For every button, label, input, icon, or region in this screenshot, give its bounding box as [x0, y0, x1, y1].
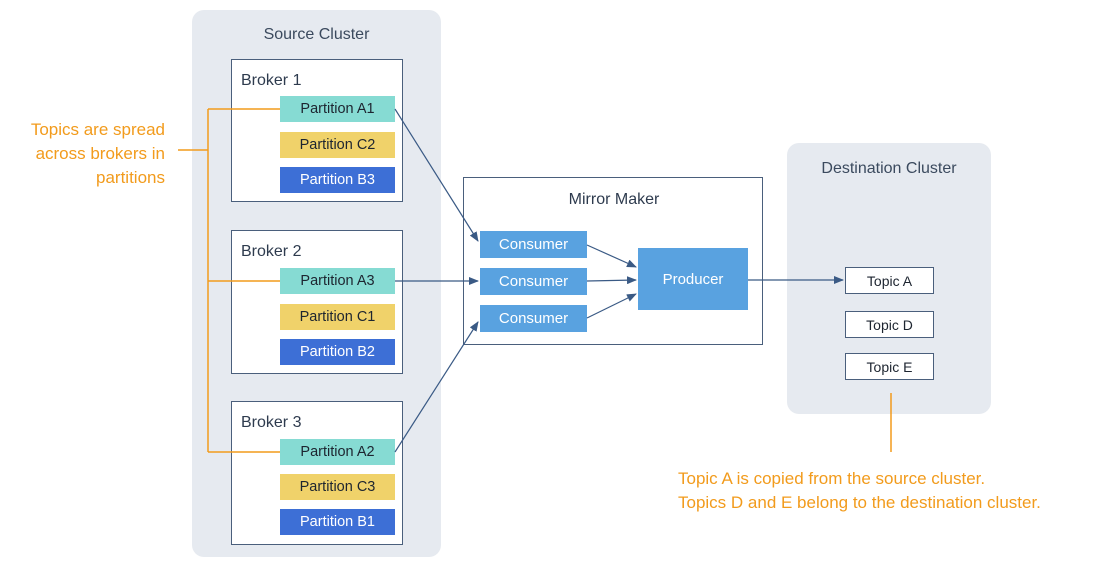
- consumer-3: Consumer: [480, 305, 587, 332]
- partition-a1: Partition A1: [280, 96, 395, 122]
- partition-a2: Partition A2: [280, 439, 395, 465]
- arrow-a1-to-consumer-1: [394, 108, 479, 242]
- left-annotation-line-3: partitions: [96, 168, 165, 187]
- consumer-1: Consumer: [480, 231, 587, 258]
- partition-c2: Partition C2: [280, 132, 395, 158]
- partition-a3: Partition A3: [280, 268, 395, 294]
- partition-c1: Partition C1: [280, 304, 395, 330]
- partition-b3: Partition B3: [280, 167, 395, 193]
- topic-d: Topic D: [845, 311, 934, 338]
- topic-a: Topic A: [845, 267, 934, 294]
- broker-2-label: Broker 2: [241, 243, 302, 260]
- partition-b1: Partition B1: [280, 509, 395, 535]
- partition-b2: Partition B2: [280, 339, 395, 365]
- source-cluster-title: Source Cluster: [263, 26, 370, 43]
- broker-3-label: Broker 3: [241, 414, 302, 431]
- bottom-annotation: Topic A is copied from the source cluste…: [678, 467, 1112, 515]
- topic-e: Topic E: [845, 353, 934, 380]
- broker-1-label: Broker 1: [241, 72, 302, 89]
- left-annotation-line-1: Topics are spread: [30, 120, 165, 139]
- arrow-consumer-3-to-producer: [586, 293, 637, 319]
- producer: Producer: [638, 248, 748, 310]
- destination-cluster-title: Destination Cluster: [821, 160, 957, 177]
- arrow-consumer-1-to-producer: [586, 244, 637, 268]
- mirror-maker-title: Mirror Maker: [568, 191, 660, 208]
- consumer-2: Consumer: [480, 268, 587, 295]
- bottom-annotation-line-1: Topic A is copied from the source cluste…: [678, 469, 986, 488]
- partition-c3: Partition C3: [280, 474, 395, 500]
- arrow-a2-to-consumer-3: [394, 321, 479, 453]
- left-annotation: Topics are spread across brokers in part…: [0, 118, 165, 190]
- left-annotation-line-2: across brokers in: [35, 144, 165, 163]
- arrow-consumer-2-to-producer: [586, 276, 637, 285]
- left-annotation-bracket: [178, 108, 280, 453]
- bottom-annotation-line-2: Topics D and E belong to the destination…: [678, 493, 1041, 512]
